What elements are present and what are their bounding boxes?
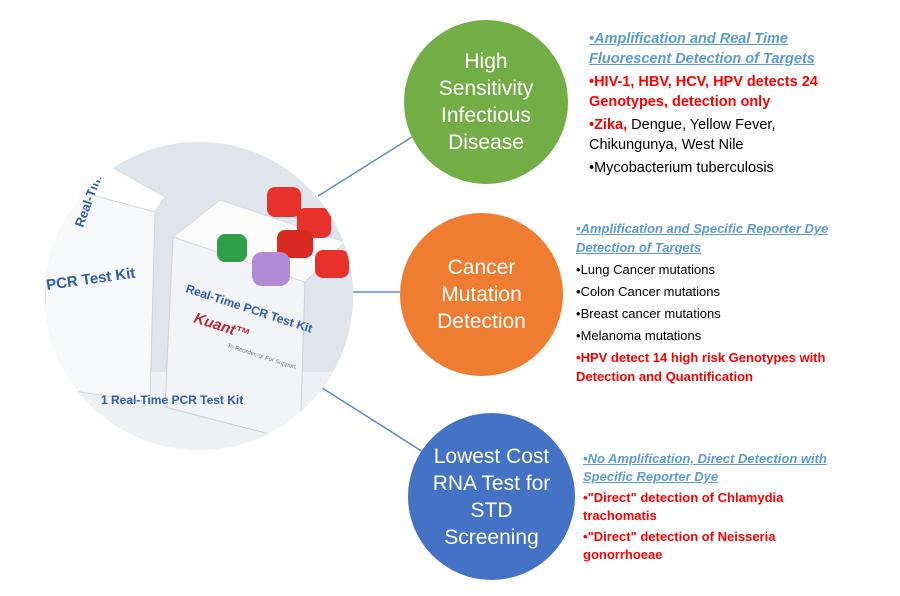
list-item: •Colon Cancer mutations	[576, 284, 721, 299]
block-heading: •Amplification and Specific Reporter Dye…	[576, 221, 829, 255]
list-item: •HIV-1, HBV, HCV, HPV detects 24 Genotyp…	[589, 74, 818, 110]
list-item: •Melanoma mutations	[576, 328, 702, 343]
list-item: •"Direct" detection of Chlamydia trachom…	[583, 490, 784, 523]
circle-label: Lowest Cost RNA Test for STD Screening	[432, 444, 551, 549]
connector-top	[317, 131, 421, 197]
circle-label: High Sensitivity Infectious Disease	[438, 50, 534, 154]
infectious-disease-details: •Amplification and Real Time Fluorescent…	[589, 26, 818, 178]
block-heading: •No Amplification, Direct Detection with…	[583, 451, 827, 484]
pcr-test-kit-illustration: Real-Time PCR Test Kit Real-Time PCR Tes…	[45, 142, 353, 450]
circle-label: Cancer Mutation Detection	[437, 256, 526, 333]
circle-std-screening: Lowest Cost RNA Test for STD Screening	[408, 413, 575, 580]
vial-cap-red	[267, 187, 301, 217]
circle-cancer-mutation: Cancer Mutation Detection	[400, 213, 563, 376]
product-photo: Real-Time PCR Test Kit Real-Time PCR Tes…	[45, 142, 353, 450]
vial-cap-red	[315, 250, 349, 278]
vial-cap-purple	[252, 252, 290, 286]
list-item: •Lung Cancer mutations	[576, 262, 715, 277]
list-item: •Mycobacterium tuberculosis	[589, 160, 774, 176]
list-item: •HPV detect 14 high risk Genotypes with …	[576, 350, 826, 384]
box-bottom-label: 1 Real-Time PCR Test Kit	[101, 393, 243, 407]
vial-cap-red	[277, 230, 313, 258]
list-item: •"Direct" detection of Neisseria gonorrh…	[583, 529, 776, 562]
connector-bottom	[315, 383, 424, 453]
vial-cap-green	[217, 234, 247, 262]
cancer-mutation-details: •Amplification and Specific Reporter Dye…	[576, 216, 828, 386]
list-item: •Zika, Dengue, Yellow Fever, Chikungunya…	[589, 117, 776, 153]
list-item: •Breast cancer mutations	[576, 306, 721, 321]
std-screening-details: •No Amplification, Direct Detection with…	[583, 447, 827, 564]
block-heading: •Amplification and Real Time Fluorescent…	[589, 31, 815, 67]
circle-infectious-disease: High Sensitivity Infectious Disease	[404, 20, 568, 184]
